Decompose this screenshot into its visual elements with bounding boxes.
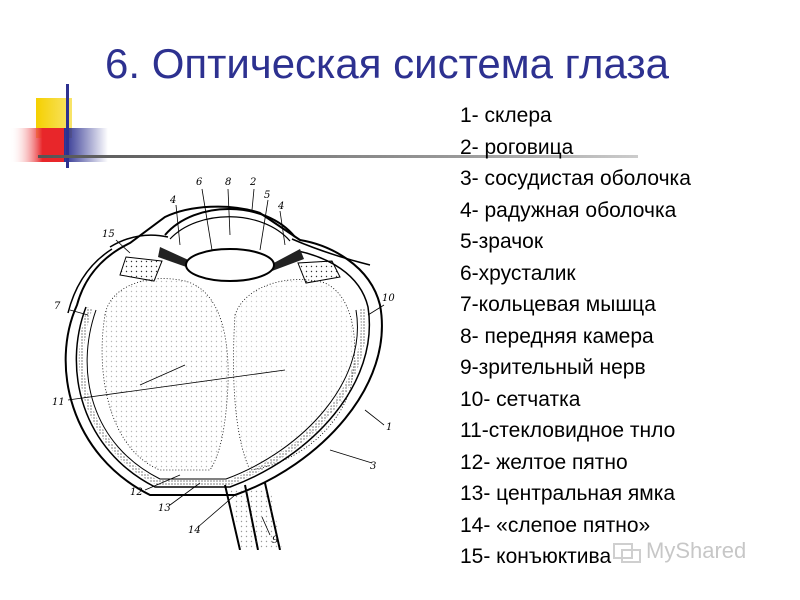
diagram-label-1: 1 xyxy=(386,422,392,433)
diagram-label-9: 9 xyxy=(272,535,279,546)
diagram-label-13: 13 xyxy=(158,503,171,514)
diagram-label-2: 2 xyxy=(249,177,256,188)
diagram-label-12: 12 xyxy=(130,487,143,498)
pointer-15 xyxy=(115,239,131,254)
legend-item: 11-стекловидное тнло xyxy=(460,419,676,442)
pointer-4l xyxy=(175,204,181,246)
deco-blue-square xyxy=(64,128,108,162)
cornea-outline xyxy=(164,208,296,238)
pointer-6 xyxy=(201,188,213,251)
pointer-12 xyxy=(144,474,181,491)
diagram-label-5: 5 xyxy=(264,190,270,201)
diagram-label-6: 6 xyxy=(196,177,203,188)
watermark-icon xyxy=(613,543,641,563)
watermark-text: MyShared xyxy=(646,538,747,563)
conjunctiva xyxy=(109,234,169,248)
pointer-14 xyxy=(197,494,236,528)
vitreous-right xyxy=(233,279,356,471)
legend-item: 12- желтое пятно xyxy=(460,450,628,474)
vitreous-left xyxy=(101,278,229,471)
legend-list: 1- склера 2- роговица 3- сосудистая обол… xyxy=(460,100,691,573)
diagram-label-7: 7 xyxy=(54,301,61,312)
diagram-label-8: 8 xyxy=(225,177,231,188)
legend-item: 14- «слепое пятно» xyxy=(460,513,651,537)
legend-item: 1- склера xyxy=(460,104,552,127)
pointer-3 xyxy=(329,449,373,464)
pointer-5 xyxy=(259,199,269,251)
deco-yellow-square xyxy=(36,98,72,138)
pointer-9 xyxy=(261,516,271,536)
ciliary-muscle-left xyxy=(119,256,163,282)
legend-item: 4- радужная оболочка xyxy=(460,198,677,222)
iris-right xyxy=(270,249,304,271)
legend-item: 9-зрительный нерв xyxy=(460,356,646,379)
legend-item: 8- передняя камера xyxy=(460,324,654,348)
pointer-4r xyxy=(279,210,286,246)
deco-red-bar xyxy=(10,128,64,162)
pointer-13 xyxy=(169,482,201,506)
pointer-11 xyxy=(67,369,286,401)
deco-vertical-line xyxy=(66,84,69,168)
lens xyxy=(185,248,275,282)
pointer-1 xyxy=(364,409,385,426)
diagram-label-11: 11 xyxy=(52,397,65,408)
legend-item: 3- сосудистая оболочка xyxy=(460,167,691,190)
legend-item: 5-зрачок xyxy=(460,230,544,253)
diagram-label-15: 15 xyxy=(102,229,115,240)
legend-item: 6-хрусталик xyxy=(460,261,576,285)
legend-item: 15- конъюктива xyxy=(460,545,612,568)
pointer-8 xyxy=(227,188,231,236)
diagram-label-4-right: 4 xyxy=(277,201,284,212)
slide-title: 6. Оптическая система глаза xyxy=(105,40,670,87)
legend-item: 7-кольцевая мышца xyxy=(460,293,656,316)
diagram-label-3: 3 xyxy=(370,461,376,472)
diagram-label-10: 10 xyxy=(382,293,395,304)
pointer-10 xyxy=(367,304,385,316)
pointer-7 xyxy=(69,309,89,316)
sclera-outline xyxy=(64,205,383,496)
legend-item: 13- центральная ямка xyxy=(460,482,676,505)
legend-item: 2- роговица xyxy=(460,135,574,159)
diagram-label-4-left: 4 xyxy=(169,195,176,206)
eye-diagram: 6 8 2 5 4 4 15 7 10 11 1 3 12 13 14 9 xyxy=(52,177,395,550)
pointer-2 xyxy=(251,188,255,211)
diagram-label-14: 14 xyxy=(188,525,201,536)
legend-item: 10- сетчатка xyxy=(460,387,581,411)
